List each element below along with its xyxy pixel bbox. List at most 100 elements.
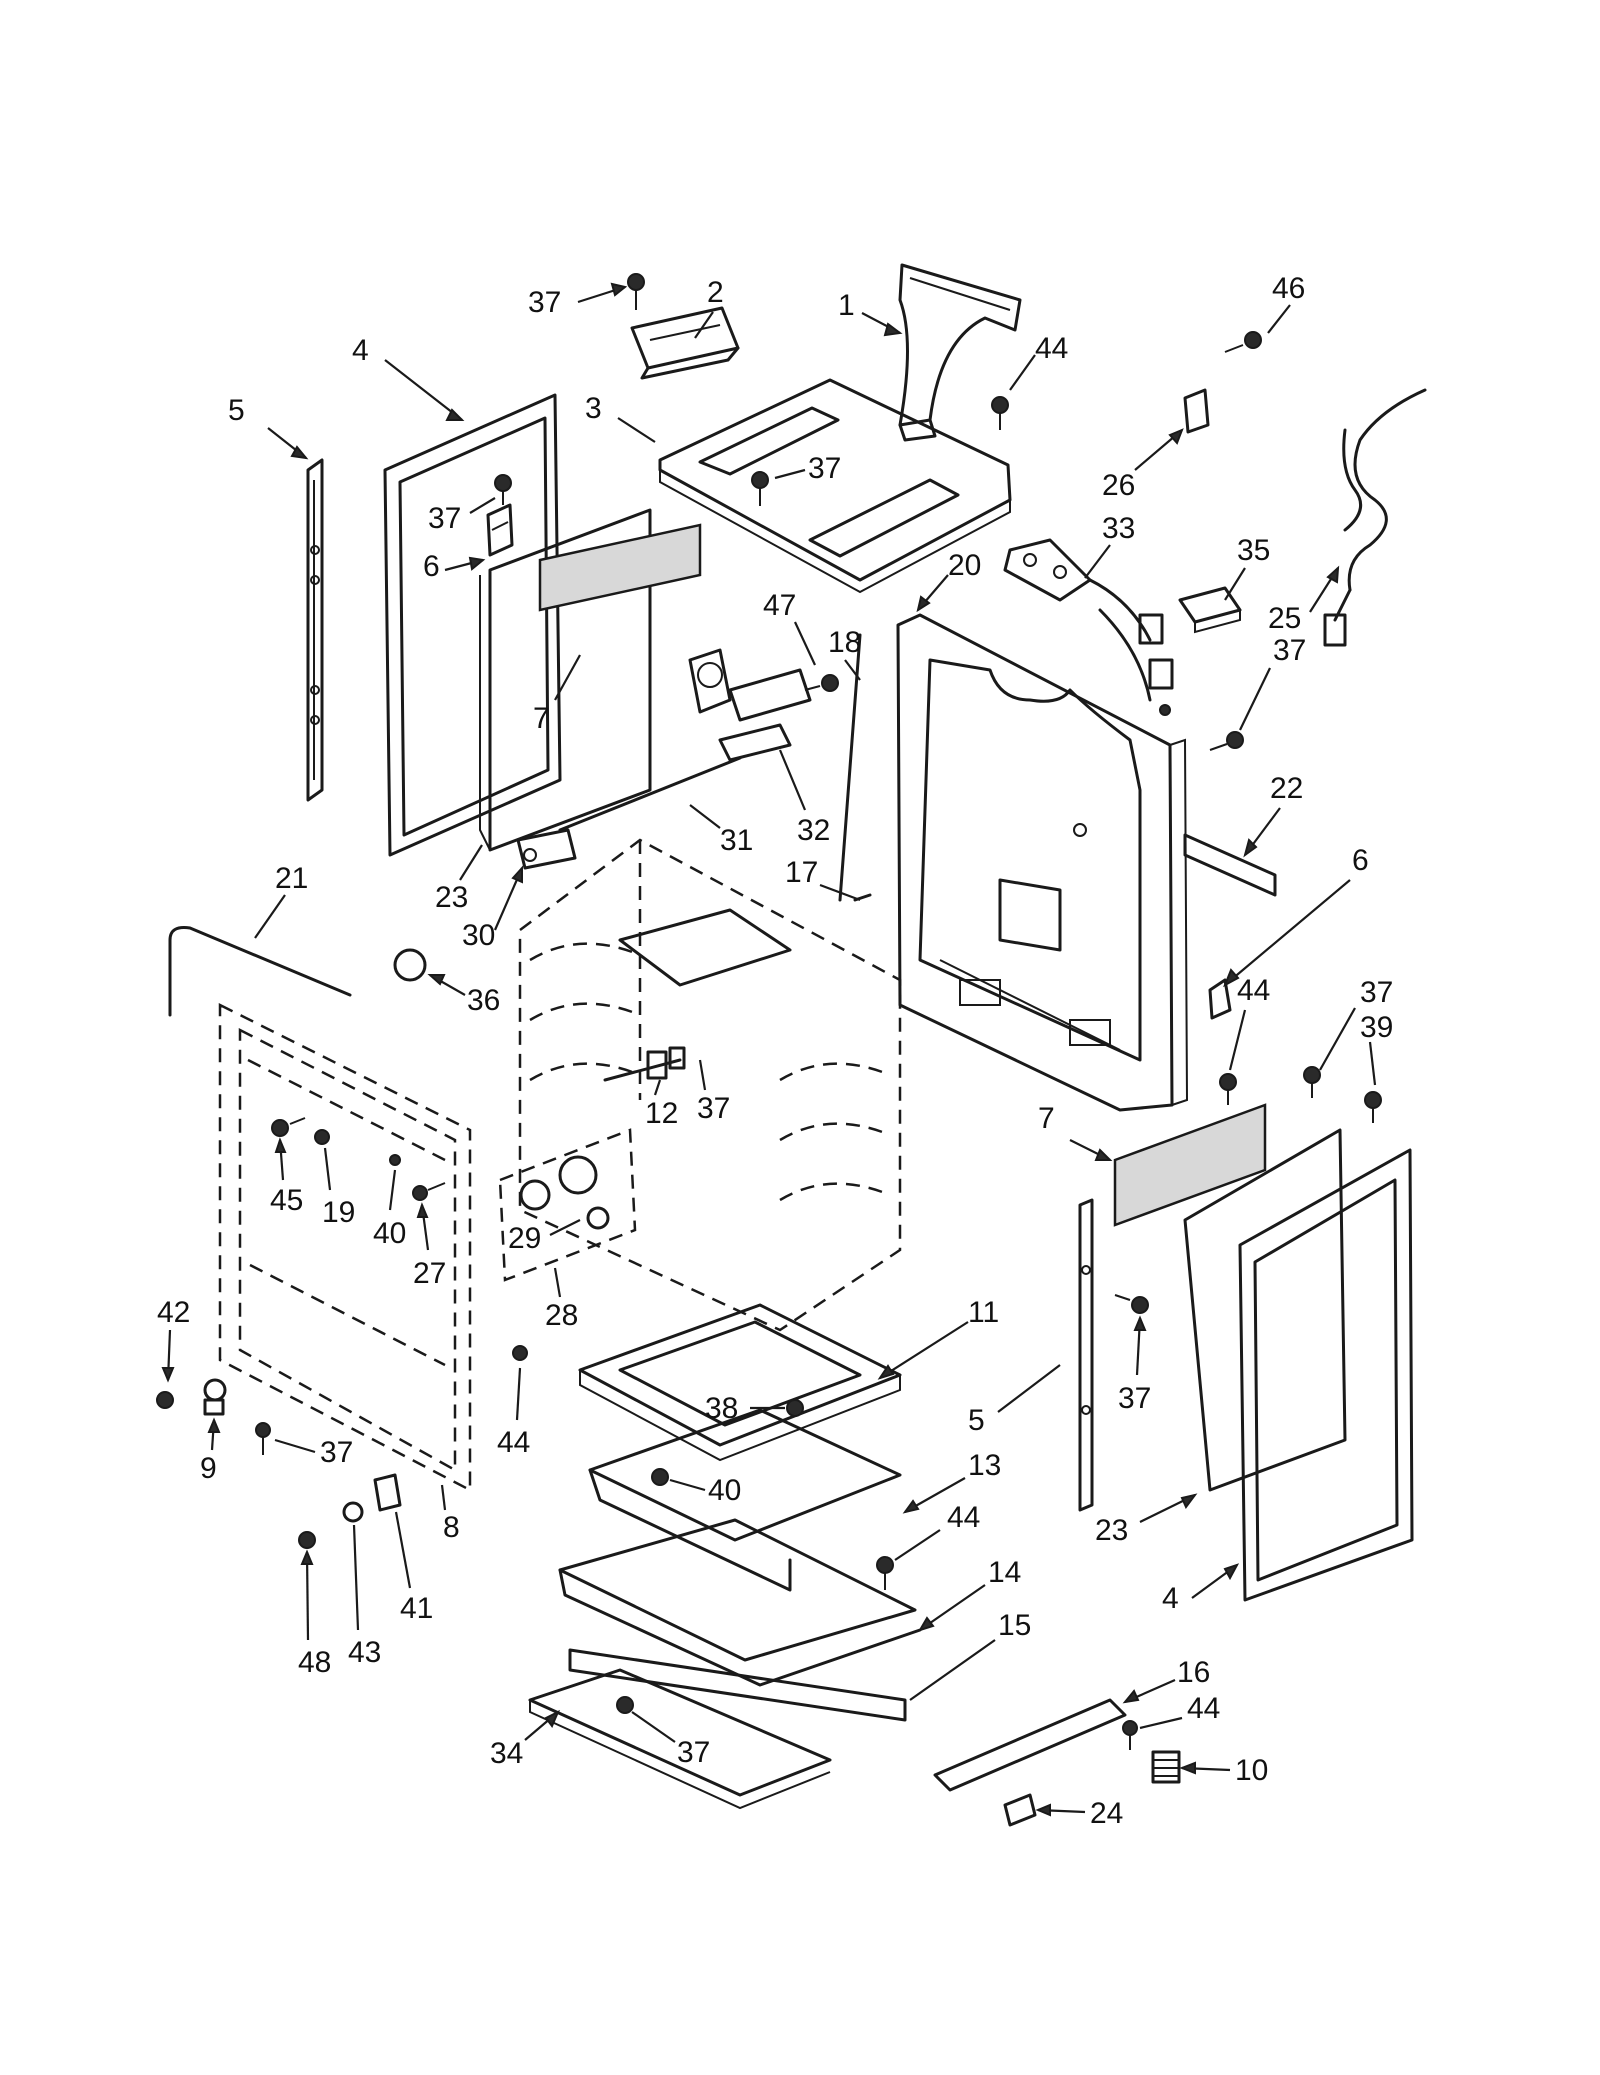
svg-text:13: 13	[968, 1449, 1001, 1482]
part-13-drawer	[588, 1408, 902, 1592]
screw-icon	[1364, 1091, 1382, 1123]
part-12-ignitor	[603, 1046, 686, 1082]
part-25-power-cord	[1323, 388, 1427, 647]
svg-text:1: 1	[838, 289, 855, 322]
svg-text:40: 40	[373, 1217, 406, 1250]
callouts: 37 2 1 44 46 4 5 3	[157, 272, 1393, 1830]
part-11-broiler-pan	[578, 1303, 902, 1462]
callout-40: 40	[669, 1474, 741, 1507]
screw-icon	[786, 1399, 804, 1417]
screw-icon	[804, 674, 839, 692]
svg-text:37: 37	[320, 1436, 353, 1469]
callout-3: 3	[585, 392, 656, 443]
callout-16: 16	[1122, 1656, 1210, 1704]
svg-text:17: 17	[785, 856, 818, 889]
part-30-hinge-receiver	[516, 828, 577, 870]
screws	[156, 273, 1382, 1750]
part-33-wiring-harness	[1003, 538, 1174, 716]
svg-text:28: 28	[545, 1299, 578, 1332]
callout-44: 44	[1228, 974, 1270, 1071]
callout-45: 45	[270, 1137, 303, 1217]
callout-17: 17	[785, 856, 861, 902]
callout-44: 44	[894, 1501, 980, 1561]
screw-icon	[412, 1182, 446, 1201]
part-7-right-insulation	[1113, 1103, 1267, 1227]
svg-text:41: 41	[400, 1592, 433, 1625]
callout-44: 44	[1009, 332, 1068, 391]
part-4-right-side-panel	[1238, 1148, 1414, 1602]
callout-39: 39	[1360, 1011, 1393, 1086]
svg-text:5: 5	[968, 1404, 985, 1437]
svg-text:22: 22	[1270, 772, 1303, 805]
svg-text:47: 47	[763, 589, 796, 622]
callout-18: 18	[828, 626, 861, 681]
svg-text:37: 37	[1360, 976, 1393, 1009]
callout-37: 37	[631, 1711, 710, 1769]
svg-text:37: 37	[1273, 634, 1306, 667]
callout-5: 5	[228, 394, 309, 460]
part-35-channel	[1178, 586, 1242, 634]
part-23-right-liner	[1183, 1128, 1347, 1492]
callout-37: 37	[528, 282, 628, 319]
svg-text:10: 10	[1235, 1754, 1268, 1787]
callout-30: 30	[462, 865, 524, 952]
part-24-clip	[1003, 1793, 1037, 1827]
callout-37: 37	[1239, 634, 1306, 731]
screw-icon	[616, 1696, 634, 1714]
svg-text:24: 24	[1090, 1797, 1123, 1830]
svg-text:8: 8	[443, 1511, 460, 1544]
part-6-bracket-right	[1208, 978, 1232, 1020]
screw-icon	[389, 1154, 401, 1166]
part-28-lamp-assembly	[498, 1128, 637, 1282]
part-7-left-insulation	[538, 523, 702, 612]
svg-text:16: 16	[1177, 1656, 1210, 1689]
callout-25: 25	[1268, 565, 1340, 635]
callout-29: 29	[508, 1219, 581, 1255]
callout-42: 42	[157, 1296, 190, 1383]
svg-text:36: 36	[467, 984, 500, 1017]
svg-text:26: 26	[1102, 469, 1135, 502]
screw-icon	[1209, 731, 1244, 751]
callout-19: 19	[322, 1147, 355, 1229]
callout-33: 33	[1084, 512, 1135, 579]
svg-text:45: 45	[270, 1184, 303, 1217]
part-23-left-liner	[479, 508, 652, 852]
svg-text:12: 12	[645, 1097, 678, 1130]
callout-37: 37	[1319, 976, 1393, 1071]
svg-text:23: 23	[435, 881, 468, 914]
screw-icon	[627, 273, 645, 310]
part-3-base-plate	[658, 378, 1012, 594]
svg-text:21: 21	[275, 862, 308, 895]
callout-41: 41	[394, 1511, 433, 1625]
svg-text:39: 39	[1360, 1011, 1393, 1044]
callout-13: 13	[902, 1449, 1001, 1514]
screw-icon	[1114, 1294, 1149, 1314]
part-34-kick-panel	[528, 1668, 832, 1810]
svg-text:2: 2	[707, 276, 724, 309]
svg-text:5: 5	[228, 394, 245, 427]
callout-7: 7	[533, 654, 581, 735]
svg-text:44: 44	[1187, 1692, 1220, 1725]
callout-8: 8	[440, 1484, 460, 1544]
part-5-right-side-strip	[1078, 1198, 1094, 1512]
screw-icon	[991, 396, 1009, 430]
part-22-rail	[1183, 833, 1277, 897]
callout-43: 43	[348, 1524, 381, 1669]
part-18-gasket	[838, 633, 862, 902]
svg-text:29: 29	[508, 1222, 541, 1255]
svg-text:7: 7	[1038, 1102, 1055, 1135]
part-5-left-side-strip	[306, 458, 324, 802]
screw-icon	[255, 1422, 271, 1455]
screw-icon	[298, 1531, 316, 1549]
callout-40: 40	[373, 1169, 406, 1250]
svg-text:25: 25	[1268, 602, 1301, 635]
callout-22: 22	[1243, 772, 1303, 858]
svg-text:4: 4	[352, 334, 369, 367]
callout-28: 28	[545, 1267, 578, 1332]
callout-23: 23	[435, 844, 483, 914]
svg-text:27: 27	[413, 1257, 446, 1290]
part-36-light-lens	[393, 948, 427, 982]
callout-37: 37	[697, 1059, 730, 1125]
callout-2: 2	[694, 276, 724, 339]
callout-44: 44	[1139, 1692, 1220, 1730]
